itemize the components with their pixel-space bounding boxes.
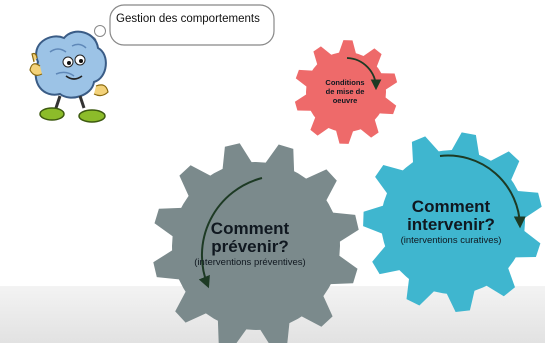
- gear-conditions-line3: oeuvre: [332, 96, 358, 105]
- gear-conditions-label: Conditions de mise de oeuvre: [318, 78, 372, 105]
- gear-prevenir-title-2: prévenir?: [211, 237, 289, 256]
- gear-intervenir: [363, 132, 542, 312]
- thought-bubble: [87, 4, 275, 46]
- gear-prevenir-title-1: Comment: [210, 219, 290, 238]
- gear-conditions-line1: Conditions: [325, 78, 365, 87]
- rotation-arrow-intervenir: [439, 154, 526, 229]
- gear-intervenir-subtitle: (interventions curatives): [400, 235, 502, 246]
- gear-intervenir-title-1: Comment: [411, 197, 491, 216]
- gear-conditions: [294, 40, 398, 144]
- bubble-text: Gestion des comportements: [116, 13, 260, 25]
- gear-intervenir-shape: [363, 132, 542, 312]
- gear-conditions-line2: de mise de: [325, 87, 365, 96]
- gear-prevenir-subtitle: (interventions préventives): [194, 257, 306, 268]
- mascot-character: [29, 30, 109, 123]
- gear-prevenir-label: Comment prévenir? (interventions prévent…: [180, 220, 320, 270]
- gear-intervenir-label: Comment intervenir? (interventions curat…: [388, 198, 514, 248]
- rotation-arrow-conditions: [346, 57, 382, 91]
- gear-prevenir: [153, 143, 359, 343]
- gear-conditions-shape: [294, 40, 398, 144]
- gear-intervenir-title-2: intervenir?: [407, 215, 495, 234]
- rotation-arrow-prevenir: [198, 177, 263, 289]
- gear-prevenir-shape: [153, 143, 359, 343]
